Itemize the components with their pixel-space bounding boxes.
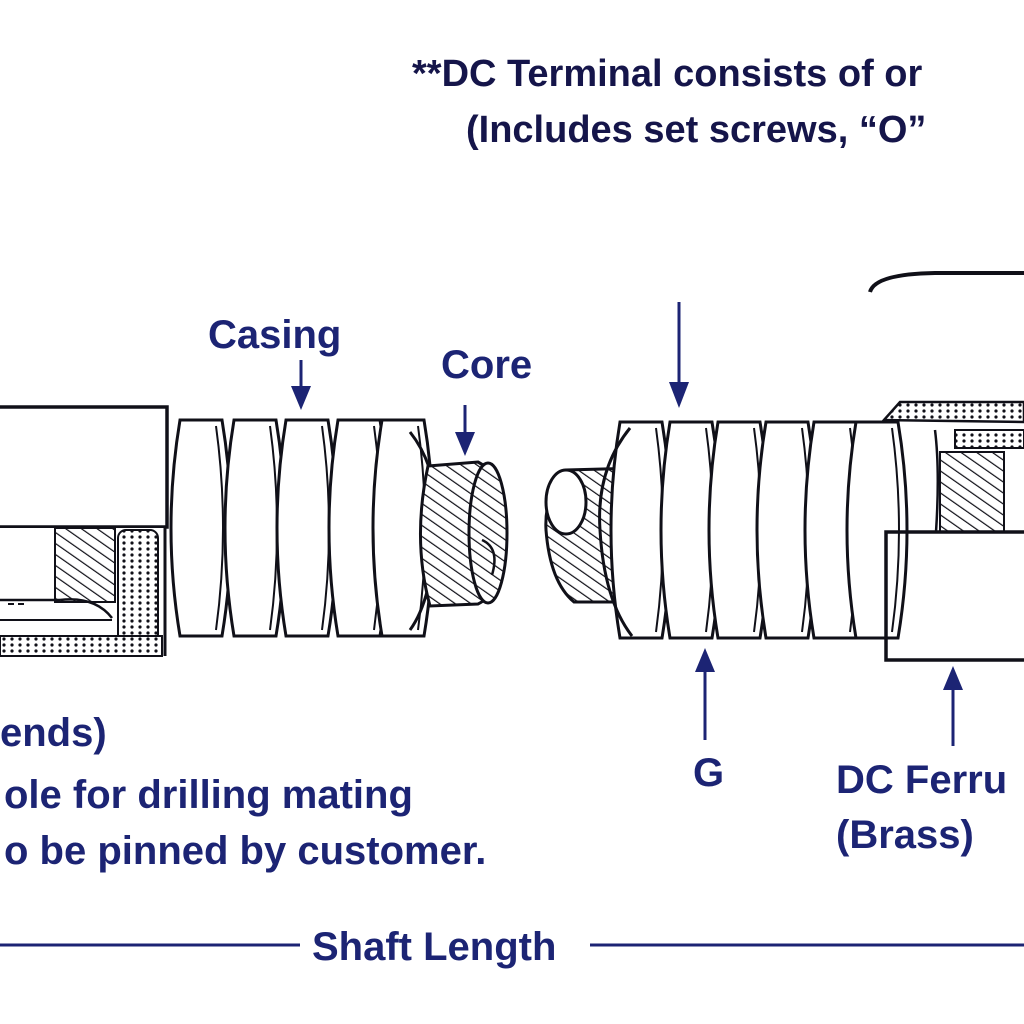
core-label: Core <box>441 343 532 387</box>
right-casing-coils <box>598 420 909 640</box>
left-shaft-end <box>0 405 169 657</box>
dc-ferrule-material-label: (Brass) <box>836 813 974 857</box>
left-note-line1: ends) <box>0 711 107 755</box>
right-ferrule <box>881 400 1024 662</box>
top-dimension-arrow <box>669 302 689 408</box>
right-coil-edge <box>891 427 900 633</box>
casing-arrow <box>291 360 311 410</box>
core-arrow <box>455 405 475 456</box>
left-coil-edge <box>215 425 224 631</box>
g-arrow <box>695 648 715 740</box>
dc-ferrule-label: DC Ferru <box>836 758 1007 802</box>
right-casing-end <box>598 427 634 637</box>
casing-label: Casing <box>208 313 341 357</box>
left-note-line2: ole for drilling mating <box>4 773 413 817</box>
dc-terminal-note-line2: (Includes set screws, “O” <box>466 109 926 151</box>
left-core <box>419 460 509 608</box>
left-casing-coils <box>169 418 438 638</box>
left-note-line3: o be pinned by customer. <box>4 829 486 873</box>
dc-ferrule-arrow <box>943 666 963 746</box>
shaft-length-label: Shaft Length <box>312 925 556 969</box>
right-coil <box>845 420 909 640</box>
g-label: G <box>693 751 724 795</box>
dc-terminal-note-line1: **DC Terminal consists of or <box>412 53 923 95</box>
bracket-curve <box>868 271 1024 293</box>
